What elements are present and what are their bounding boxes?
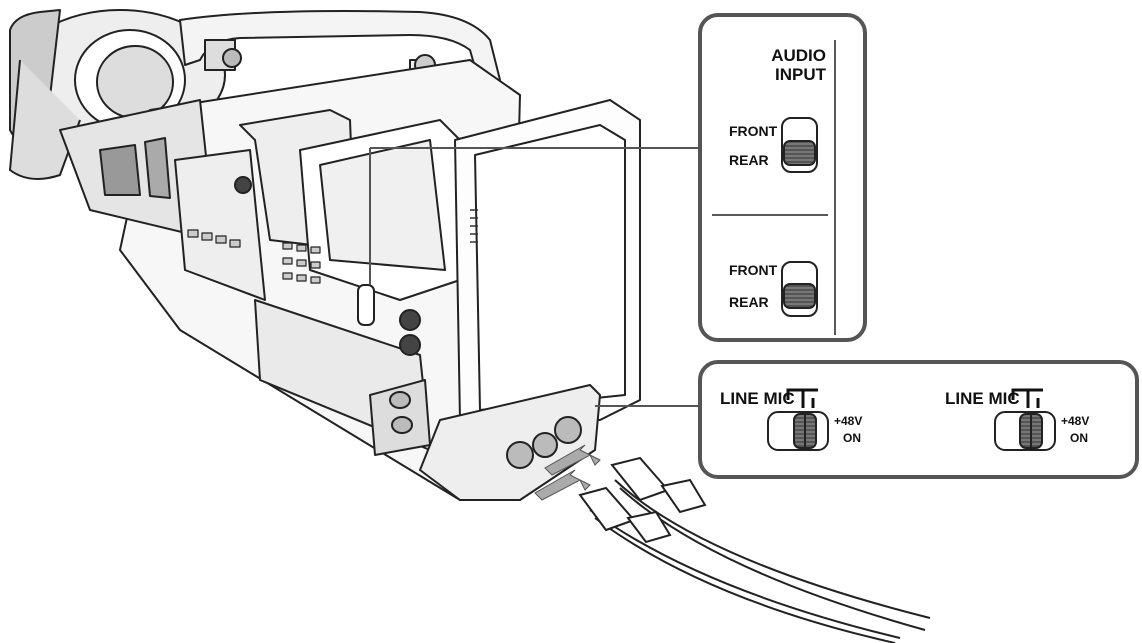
switch2-knob — [783, 283, 816, 309]
line-mic-switch-2: LINE MIC +48V ON — [945, 388, 1089, 451]
line-mic-label-2: LINE MIC — [945, 389, 1020, 408]
xlr-input-jacks — [506, 416, 582, 469]
microphone-cables — [578, 456, 931, 643]
switch1-rear-label: REAR — [729, 152, 769, 168]
switch1-front-label: FRONT — [729, 123, 778, 139]
phantom-label-top-2: +48V — [1061, 414, 1089, 428]
camcorder-body — [9, 9, 641, 501]
body-audio-switch — [357, 284, 375, 326]
audio-input-switch-1: FRONT REAR — [729, 117, 818, 173]
switch2-front-label: FRONT — [729, 262, 778, 278]
viewfinder-eyepiece — [9, 9, 226, 180]
line-mic-panel: LINE MIC +48V ON LINE MIC +48V ON — [698, 360, 1139, 479]
audio-input-title-line1: AUDIO — [771, 46, 826, 65]
audio-input-title-line2: INPUT — [775, 65, 827, 84]
phantom-label-top-1: +48V — [834, 414, 862, 428]
line-mic-label-1: LINE MIC — [720, 389, 795, 408]
phantom-label-bottom-1: ON — [843, 431, 861, 445]
audio-input-panel: AUDIO INPUT FRONT REAR FRONT REAR — [698, 13, 867, 342]
switch1-knob — [783, 140, 816, 166]
phantom-label-bottom-2: ON — [1070, 431, 1088, 445]
insertion-arrows — [534, 444, 601, 501]
switch2-rear-label: REAR — [729, 294, 769, 310]
audio-input-switch-2: FRONT REAR — [729, 261, 818, 317]
line-mic-switch-1: LINE MIC +48V ON — [720, 388, 862, 451]
callout-leader-lines — [369, 147, 700, 407]
